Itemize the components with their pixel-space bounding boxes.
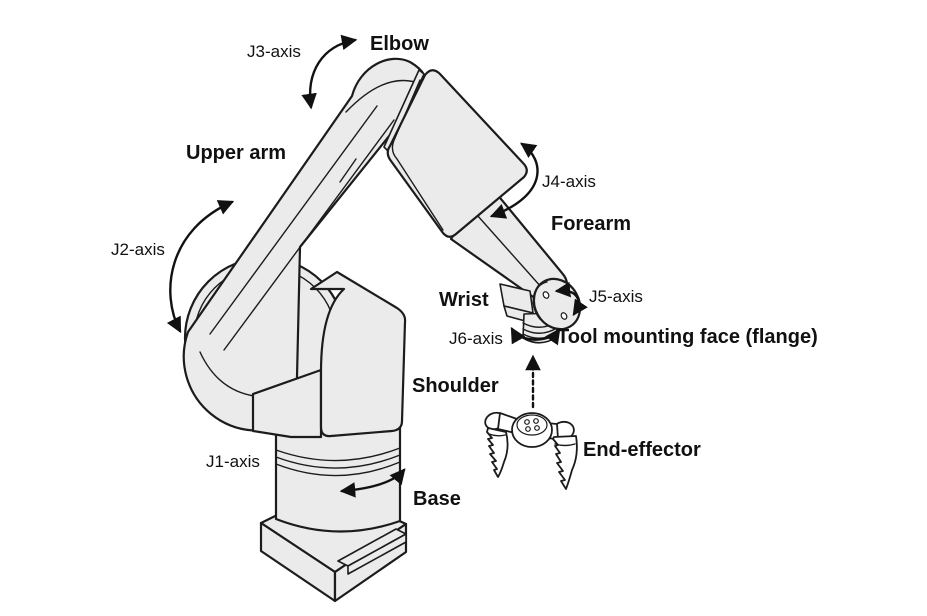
- upper-arm-dash: [339, 158, 357, 183]
- gripper-left-finger: [486, 427, 509, 478]
- base-rail-front: [347, 533, 407, 575]
- gripper-hole-4: [534, 425, 540, 431]
- label-tool-mounting-face: Tool mounting face (flange): [557, 326, 818, 348]
- label-j3-axis: J3-axis: [247, 42, 301, 61]
- labels: J3-axis Elbow Upper arm J2-axis J4-axis …: [111, 33, 818, 510]
- j3-rotation-arrow: [301, 34, 358, 110]
- j6-rotation-arrow: [510, 326, 561, 346]
- gripper-hole-3: [525, 426, 531, 432]
- j1-groove-arc-2: [275, 454, 401, 469]
- label-elbow: Elbow: [370, 33, 429, 55]
- j2-rotation-arrow: [166, 200, 235, 334]
- shoulder-left-face: [251, 368, 323, 439]
- label-upper-arm: Upper arm: [186, 142, 286, 164]
- j5-rotation-arrow: [554, 281, 588, 316]
- wrist-flange-rim: [532, 281, 548, 320]
- label-j4-axis: J4-axis: [542, 172, 596, 191]
- rotation-arrows: [166, 34, 588, 498]
- j1-rotation-arrow: [339, 468, 406, 498]
- j1-groove-arc-3: [275, 461, 401, 477]
- label-base: Base: [413, 488, 461, 510]
- gripper-hole-1: [524, 419, 530, 425]
- j1-groove-arc-1: [275, 447, 401, 462]
- label-end-effector: End-effector: [583, 439, 701, 461]
- elbow-housing-inner-line: [391, 79, 444, 231]
- upper-arm-line-2: [223, 119, 395, 351]
- flange-bolt-hole-1: [542, 291, 550, 299]
- j4-rotation-arrow: [489, 142, 539, 219]
- gripper-body-top-face: [516, 414, 548, 436]
- upper-arm-line-1: [209, 105, 378, 335]
- label-forearm: Forearm: [551, 213, 631, 235]
- shoulder-housing: [251, 270, 407, 439]
- base-column: [274, 426, 402, 533]
- shoulder-right-face: [309, 270, 407, 438]
- gripper-hole-2: [533, 418, 539, 424]
- forearm-assembly: [383, 69, 569, 308]
- label-j5-axis: J5-axis: [589, 287, 643, 306]
- gripper-left-knuckle-line: [488, 433, 506, 437]
- column-body: [274, 426, 402, 533]
- gripper-right-finger: [552, 435, 578, 490]
- label-wrist: Wrist: [439, 289, 489, 311]
- label-shoulder: Shoulder: [412, 375, 499, 397]
- forearm-link-crease: [468, 205, 551, 298]
- label-j2-axis: J2-axis: [111, 240, 165, 259]
- end-effector: [484, 411, 578, 490]
- gripper-right-knuckle-line: [554, 443, 576, 447]
- label-j1-axis: J1-axis: [206, 452, 260, 471]
- label-j6-axis: J6-axis: [449, 329, 503, 348]
